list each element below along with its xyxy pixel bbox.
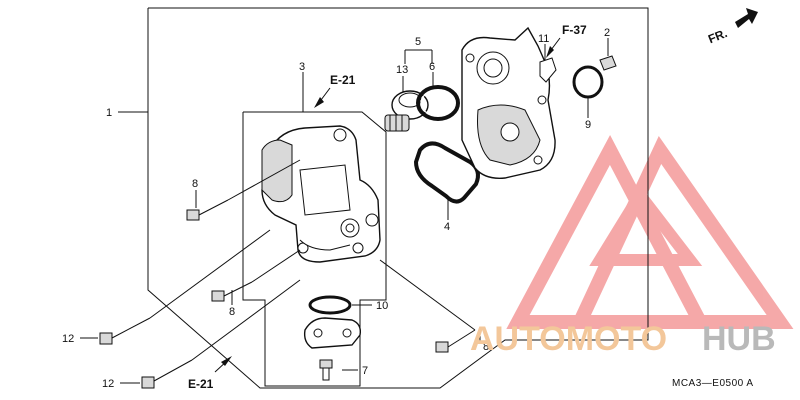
f37-arrow-icon (546, 37, 561, 58)
clip-11 (539, 57, 557, 83)
callout-12-bottom: 12 (102, 378, 114, 390)
ref-f37: F-37 (562, 23, 587, 37)
cover-plate (303, 317, 362, 349)
watermark-logo (506, 135, 794, 329)
o-ring-9 (572, 65, 604, 99)
callout-3: 3 (299, 61, 305, 73)
bolt-7 (319, 359, 333, 381)
e21-top-arrow-icon (314, 87, 331, 108)
callout-7: 7 (362, 365, 368, 377)
e21-bottom-arrow-icon (214, 356, 232, 373)
callout-8-middle: 8 (229, 306, 235, 318)
cover-group-frame (242, 111, 387, 387)
callout-4: 4 (444, 221, 450, 233)
callout-13: 13 (396, 64, 408, 76)
watermark-auto-text: AUTOMOTO (470, 320, 667, 358)
gasket-4 (413, 141, 480, 204)
callout-9: 9 (585, 119, 591, 131)
o-ring-10 (308, 295, 352, 315)
callout-11: 11 (538, 33, 549, 45)
bolt-8-middle (211, 281, 253, 302)
watermark-hub-text: HUB (702, 320, 776, 358)
ref-e21-bottom: E-21 (188, 377, 214, 391)
callout-1: 1 (106, 107, 112, 119)
leader-lines (80, 38, 609, 384)
front-arrow-icon (735, 8, 758, 28)
callout-2: 2 (604, 27, 610, 39)
callout-10: 10 (376, 300, 388, 312)
bolt-12-top (99, 317, 151, 345)
pump-body-part (461, 26, 556, 179)
bolt-12-bottom (141, 359, 193, 389)
callout-5: 5 (415, 36, 421, 48)
ref-front: FR. (706, 26, 729, 46)
bolt-2 (599, 55, 617, 71)
pump-cover-part (261, 125, 381, 263)
o-ring-6 (416, 85, 460, 121)
callout-8-top: 8 (192, 178, 198, 190)
diagram-code: MCA3—E0500 A (672, 378, 754, 389)
bolt-8-right (435, 329, 476, 353)
callout-6: 6 (429, 61, 435, 73)
ref-e21-top: E-21 (330, 73, 356, 87)
callout-8-right: 8 (483, 341, 489, 353)
bolt-8-top (186, 199, 229, 221)
callout-12-top: 12 (62, 333, 74, 345)
